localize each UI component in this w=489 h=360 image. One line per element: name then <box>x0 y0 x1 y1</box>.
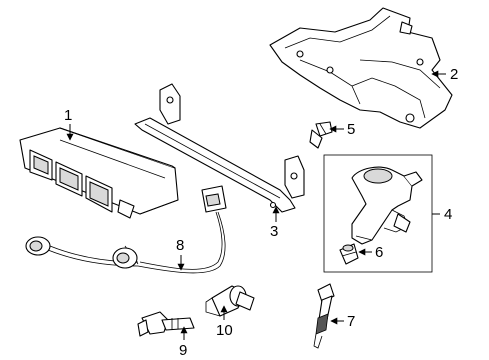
callout-10: 10 <box>216 322 233 339</box>
harness-connector[interactable] <box>201 185 227 213</box>
callout-2: 2 <box>450 66 458 83</box>
mounting-bracket-part-2[interactable] <box>269 7 453 129</box>
bolt-part-5[interactable] <box>309 121 333 149</box>
callout-9: 9 <box>179 342 187 359</box>
position-sensor-part-10[interactable] <box>205 285 255 317</box>
crank-sensor-part-9[interactable] <box>137 311 195 337</box>
callout-8: 8 <box>176 237 184 254</box>
callout-1: 1 <box>64 107 72 124</box>
callout-5: 5 <box>347 121 355 138</box>
knock-sensor-harness-part-8[interactable] <box>25 211 226 274</box>
engine-control-module-part-1[interactable] <box>19 127 179 219</box>
callout-6: 6 <box>375 244 383 261</box>
ignition-coil-part-4[interactable] <box>351 166 423 245</box>
spark-plug-part-7[interactable] <box>313 283 335 349</box>
support-bracket-part-3[interactable] <box>134 83 305 213</box>
leader-lines <box>66 70 446 340</box>
callout-7: 7 <box>347 313 355 330</box>
spark-plug-boot-part-6[interactable] <box>339 243 359 265</box>
callout-4: 4 <box>444 206 452 223</box>
callout-3: 3 <box>270 223 278 240</box>
